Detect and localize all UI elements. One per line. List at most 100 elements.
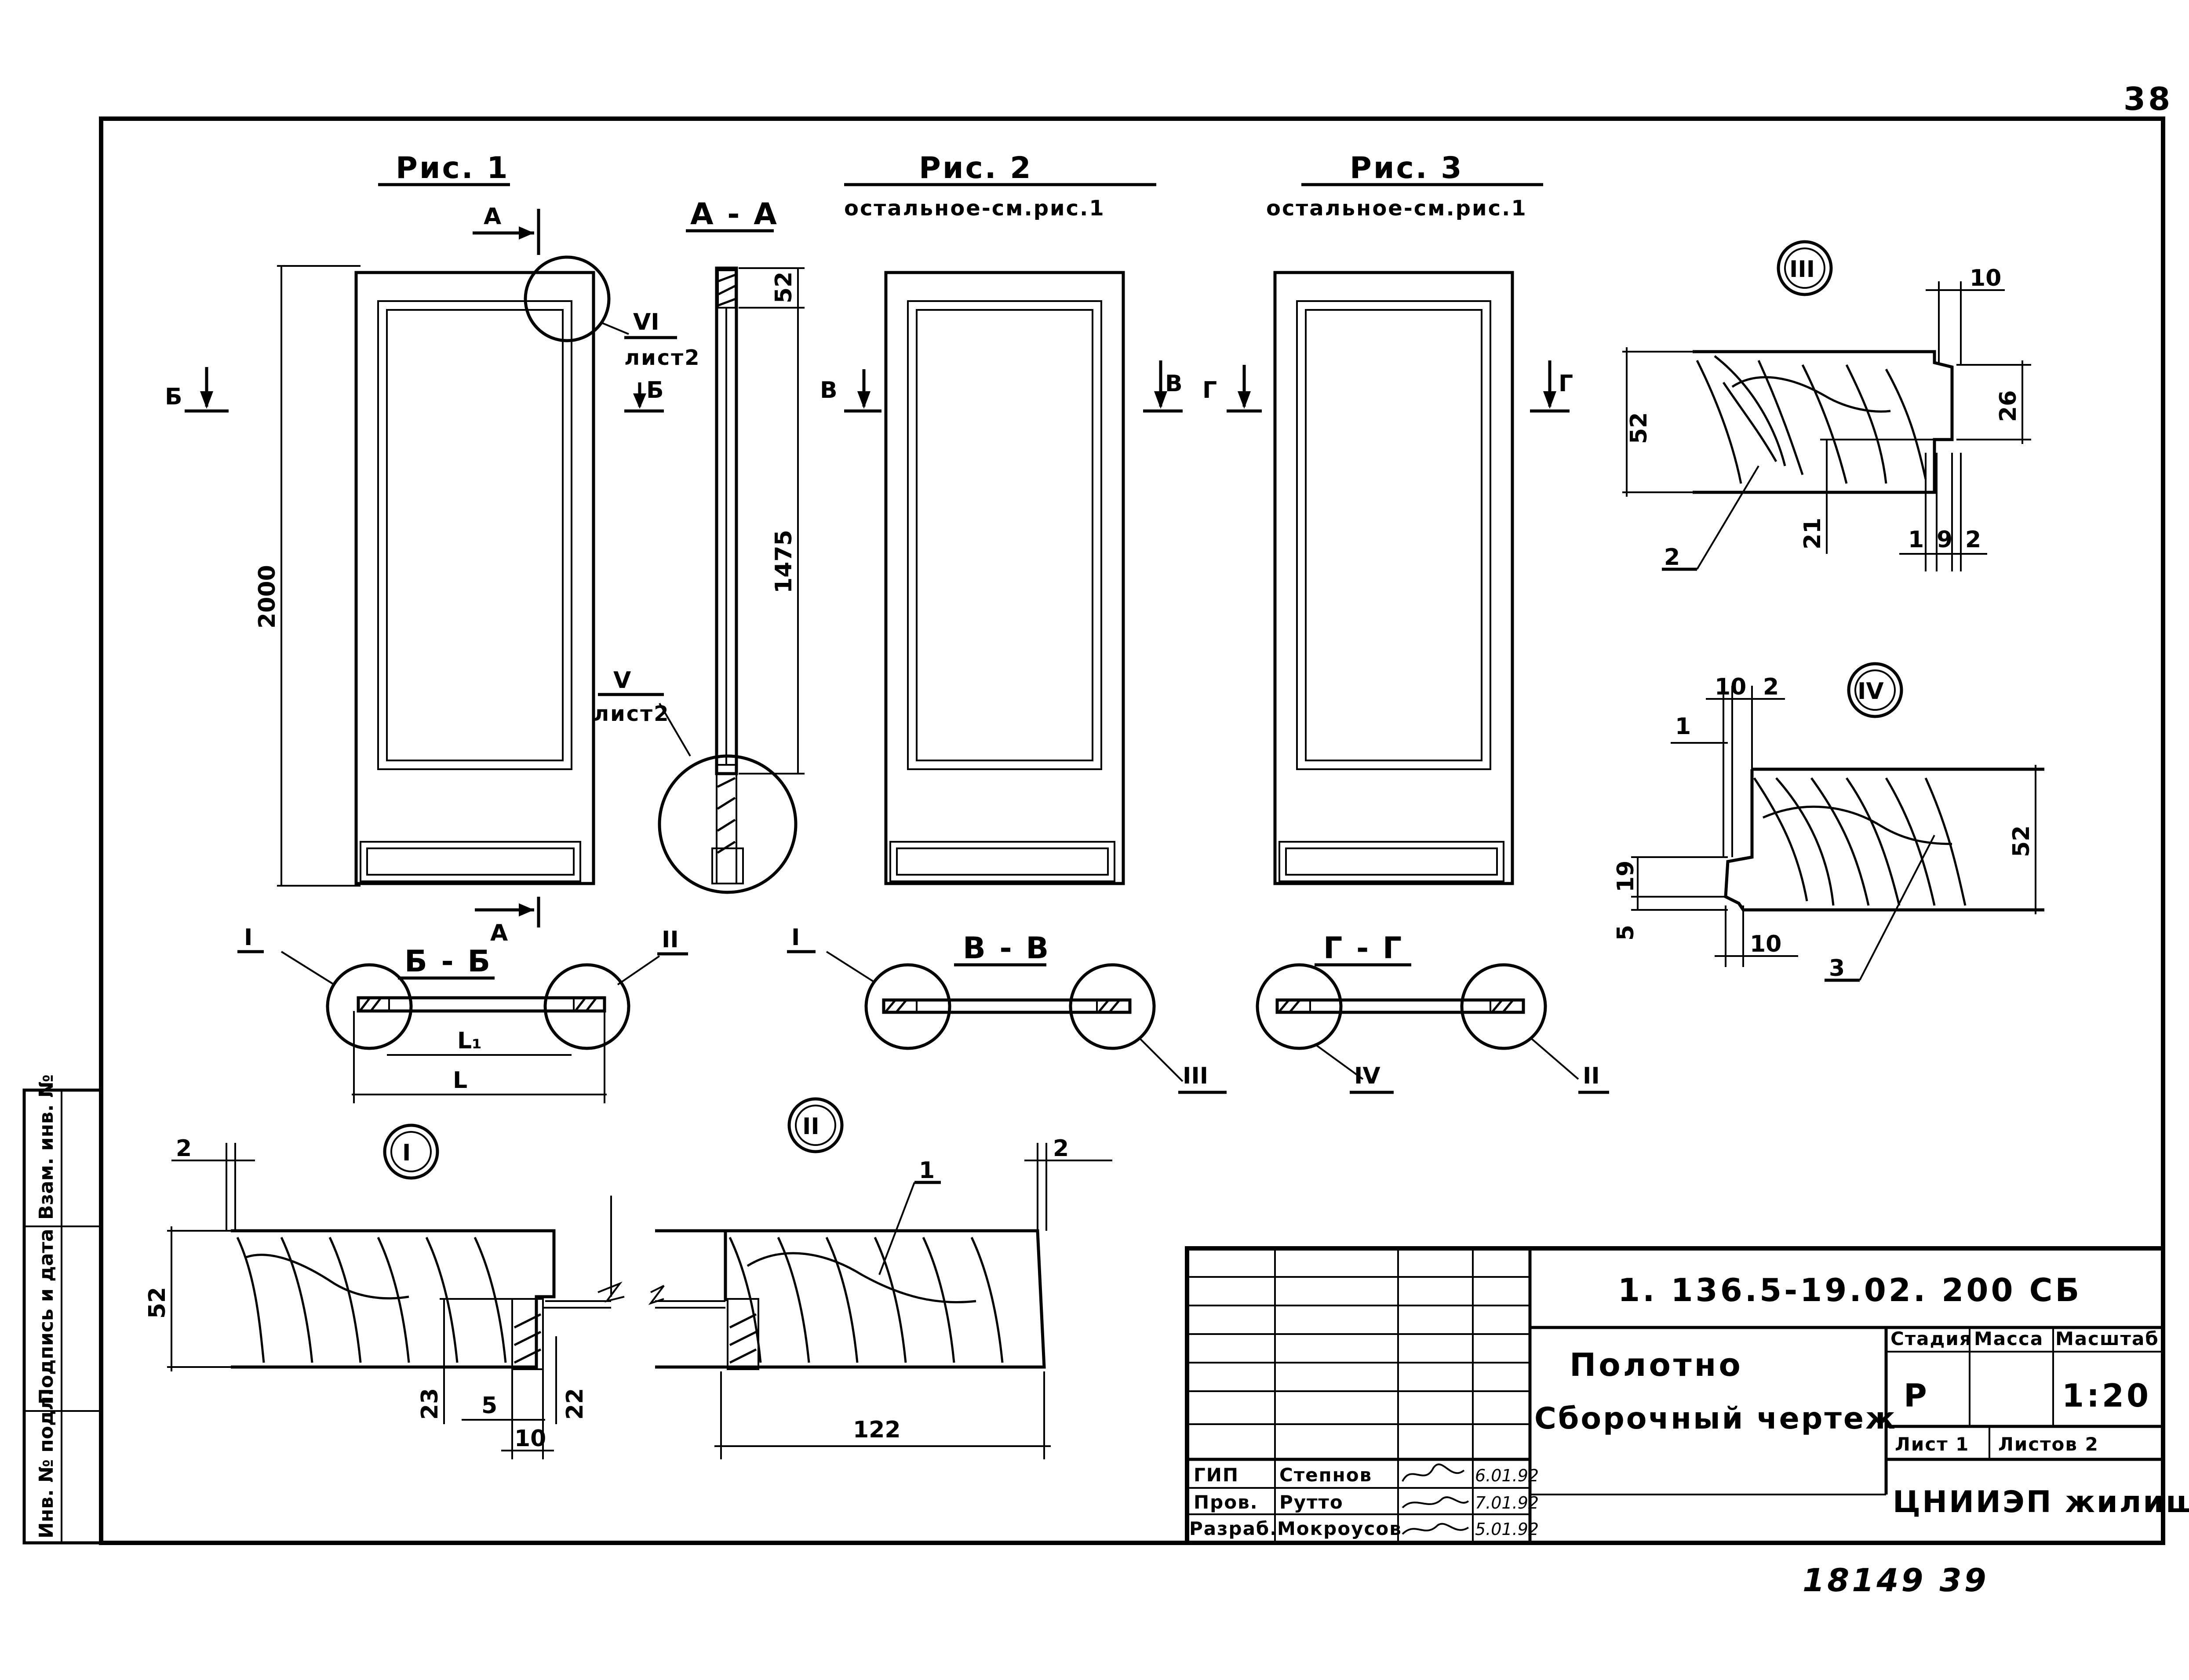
signature-2 [1402,1523,1469,1535]
dim-iv-1: 1 [1675,713,1691,740]
dim-l: L [453,1067,467,1094]
section-vv-title: В - В [963,931,1050,966]
mark-b-right: Б [646,377,664,404]
callout-bb-i: I [244,924,252,951]
fig3-door [1273,271,1514,885]
detail-iv-label: IV [1858,678,1884,705]
dim-iv-2: 2 [1763,674,1779,700]
dim-i-23: 23 [417,1388,443,1420]
fig3-note: остальное-см.рис.1 [1266,196,1527,221]
date-1: 7.01.92 [1475,1493,1539,1513]
role-2: Разраб. [1189,1518,1278,1539]
date-2: 5.01.92 [1475,1520,1539,1539]
sheet-label: Лист 1 [1895,1433,1969,1455]
dim-iii-9: 9 [1937,527,1952,553]
dim-l1: L₁ [457,1028,482,1054]
title-block: 1. 136.5-19.02. 200 СБ Полотно Сборочный… [1185,1246,2189,1545]
dim-iv-5: 5 [1613,925,1639,941]
dim-iv-10-top: 10 [1715,674,1746,700]
callout-v-sheet: лист2 [594,702,670,726]
callout-vv-i-circle [864,963,951,1050]
detail-i-label: I [402,1140,411,1166]
dim-iii-10: 10 [1970,265,2001,291]
signature-0 [1402,1463,1465,1482]
section-aa-title: А - А [690,197,779,232]
dim-ii-122: 122 [853,1417,901,1443]
dim-ii-2: 2 [1053,1135,1069,1162]
page-number: 38 [2123,80,2173,117]
footer-numbers: 18149 39 [1803,1562,1989,1599]
dim-2000: 2000 [254,565,280,629]
callout-gg-iv: IV [1354,1063,1380,1089]
callout-ii-circle [543,963,630,1050]
callout-bb-ii: II [662,927,679,953]
pos-2: 2 [1664,544,1680,571]
doc-code: 1. 136.5-19.02. 200 СБ [1618,1272,2082,1309]
fig2-door [884,271,1125,885]
sheets-label: Листов 2 [1998,1433,2099,1455]
dim-iii-2: 2 [1965,527,1981,553]
detail-ii: II 2 122 1 [648,1097,1112,1459]
scale-label: Масштаб [2055,1328,2159,1349]
pos-1: 1 [919,1157,935,1184]
figure-2: Рис. 2 остальное-см.рис.1 В В [820,151,1183,885]
dim-aa-52: 52 [771,272,797,303]
detail-iii: III 52 26 10 21 1 9 2 2 [1622,240,2031,571]
scale-value: 1:20 [2062,1377,2151,1414]
dim-i-2: 2 [176,1135,192,1162]
dim-iii-52: 52 [1626,412,1652,444]
dim-iv-10-bottom: 10 [1750,931,1781,957]
stage-label: Стадия [1890,1328,1972,1349]
dim-i-52: 52 [144,1287,171,1319]
section-bb-title: Б - Б [404,944,492,979]
date-0: 6.01.92 [1475,1466,1539,1485]
sheet-frame [99,116,2165,1545]
detail-iii-label: III [1789,256,1815,283]
mark-g-right: Г [1559,371,1573,397]
fig2-title: Рис. 2 [919,151,1033,185]
detail-iv: IV 52 10 2 1 19 5 10 3 [1613,662,2044,982]
doc-name-2: Сборочный чертеж [1534,1401,1897,1436]
role-0: ГИП [1194,1464,1239,1486]
figure-1: Рис. 1 2000 А А Б Б V [165,151,699,946]
callout-vv-i: I [791,924,800,951]
callout-i-circle [326,963,413,1050]
callout-gg-ii-circle [1460,963,1547,1050]
side-stamp: Инв. № подл. Подпись и дата Взам. инв. № [22,1074,103,1545]
figure-3: Рис. 3 остальное-см.рис.1 Г Г [1202,151,1573,885]
section-vv: В - В I III [787,924,1227,1094]
mark-a-top: А [484,204,501,230]
dim-iii-21: 21 [1799,518,1826,549]
dim-iv-52: 52 [2008,825,2035,857]
name-2: Мокроусов [1277,1518,1402,1539]
section-bb: Б - Б I II L₁ L [237,924,688,1103]
name-0: Степнов [1279,1464,1372,1486]
dim-iv-19: 19 [1613,861,1639,892]
pos-3: 3 [1829,955,1845,982]
stamp-inv-repl: Взам. инв. № [35,1074,58,1220]
name-1: Рутто [1279,1491,1344,1513]
callout-vi-circle [524,255,611,342]
signature-1 [1402,1496,1469,1509]
fig3-title: Рис. 3 [1350,151,1464,185]
section-gg: Г - Г IV II [1256,931,1609,1094]
callout-vv-iii-circle [1069,963,1156,1050]
fig1-title: Рис. 1 [396,151,510,185]
doc-name-1: Полотно [1570,1346,1743,1383]
stage-value: Р [1904,1377,1930,1414]
role-1: Пров. [1194,1491,1258,1513]
mark-v-right: В [1165,371,1183,397]
fig2-note: остальное-см.рис.1 [844,196,1105,221]
callout-vv-iii: III [1183,1063,1208,1089]
callout-v-circle [658,754,798,894]
stamp-inv-orig: Инв. № подл. [35,1389,58,1538]
callout-v: V [613,667,631,694]
callout-vi: VI [633,309,659,335]
mass-label: Масса [1974,1328,2043,1349]
dim-iii-1: 1 [1908,527,1924,553]
mark-v-left: В [820,377,838,404]
dim-iii-26: 26 [1995,390,2021,422]
detail-i: I 52 2 23 22 5 10 [144,1124,625,1459]
dim-i-5: 5 [481,1393,497,1419]
